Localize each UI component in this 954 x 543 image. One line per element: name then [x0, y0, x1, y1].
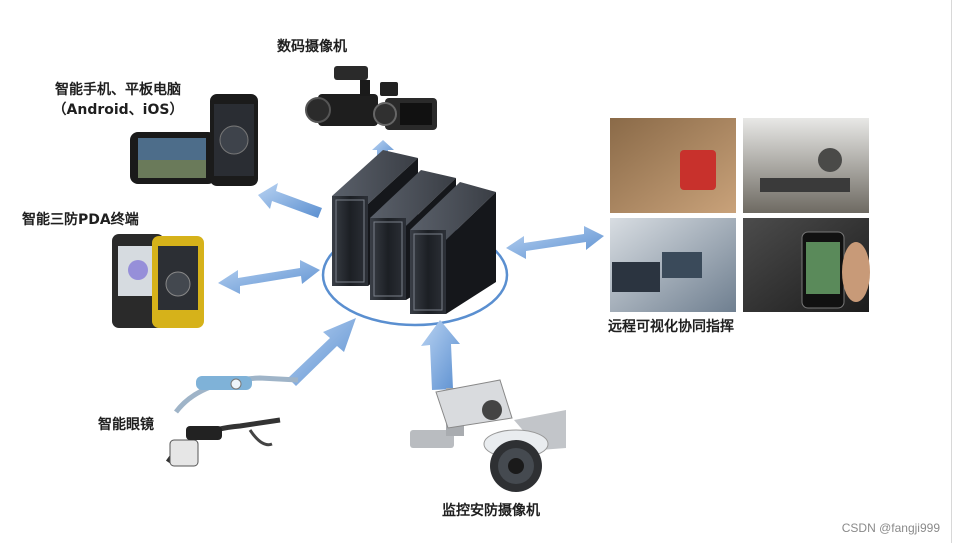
phone-label: 智能手机、平板电脑 （Android、iOS）: [28, 80, 208, 120]
arrow-pda-bidirectional: [218, 260, 320, 294]
arrow-from-glasses: [288, 318, 356, 386]
photo-inspection-train: [743, 118, 869, 213]
pda-terminal-image: [112, 234, 204, 328]
surveillance-label: 监控安防摄像机: [442, 500, 540, 520]
photo-inspection-thermal: [610, 118, 736, 213]
glasses-label: 智能眼镜: [98, 414, 154, 434]
pda-label: 智能三防PDA终端: [22, 209, 139, 229]
arrow-from-surveillance: [421, 320, 460, 390]
remote-command-label: 远程可视化协同指挥: [608, 316, 734, 336]
server-cluster: [332, 150, 496, 314]
arrow-remote-bidirectional: [506, 226, 604, 259]
remote-command-photos: [610, 118, 870, 312]
arrow-to-phone: [258, 183, 322, 218]
phone-label-line1: 智能手机、平板电脑: [28, 80, 208, 100]
camcorder-image: [306, 66, 437, 130]
watermark: CSDN @fangji999: [842, 521, 940, 535]
smart-glasses-image: [168, 376, 298, 466]
phone-label-line2: （Android、iOS）: [28, 100, 208, 120]
camera-label: 数码摄像机: [277, 36, 347, 56]
surveillance-camera-image: [410, 380, 566, 492]
